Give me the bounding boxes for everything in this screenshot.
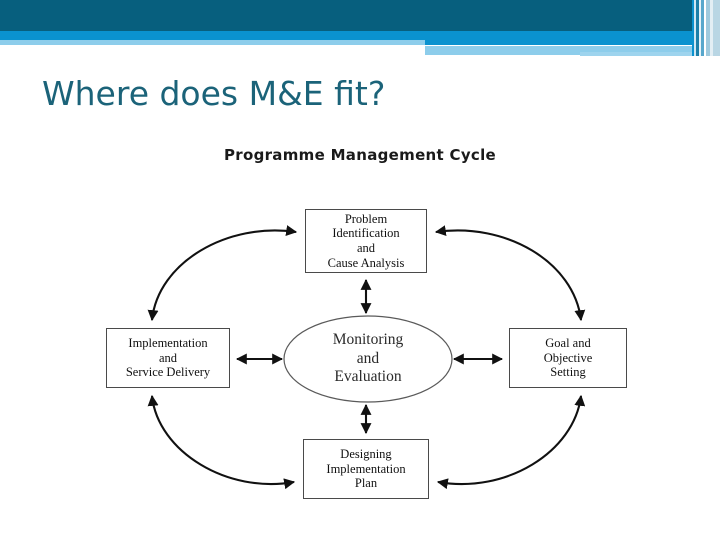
header-dark-band (0, 0, 720, 31)
programme-management-cycle-diagram: Programme Management Cycle Prob (0, 134, 720, 534)
node-line: and (158, 350, 178, 365)
arc-bottom-to-left (147, 394, 296, 490)
stripe-5 (701, 0, 704, 56)
arc-top-to-right (434, 225, 586, 322)
header-white-divider (425, 45, 720, 47)
page-title: Where does M&E fit? (42, 74, 386, 113)
diagram-title: Programme Management Cycle (223, 146, 497, 164)
node-line: Objective (543, 350, 593, 365)
node-designing-implementation-plan[interactable]: Designing Implementation Plan (303, 439, 429, 499)
arc-left-to-top (147, 225, 298, 322)
stripe-8 (710, 0, 713, 56)
header-light-band-left (0, 40, 425, 45)
node-line: Implementation (128, 335, 208, 350)
stripe-7 (706, 0, 710, 56)
node-line: Setting (550, 365, 586, 380)
node-line: Implementation (326, 461, 406, 476)
stripe-2 (694, 0, 696, 56)
center-line: Monitoring (332, 331, 404, 349)
node-implementation-service-delivery[interactable]: Implementation and Service Delivery (106, 328, 230, 388)
header-light-band-right (425, 46, 720, 55)
header-light-accent-short (580, 52, 720, 56)
node-line: Plan (354, 476, 378, 491)
node-line: Service Delivery (125, 365, 211, 380)
diagram-connectors (147, 225, 586, 490)
header-decoration-band (0, 0, 720, 56)
stripe-9 (713, 0, 720, 56)
node-line: and (356, 241, 376, 255)
center-line: Evaluation (334, 368, 402, 386)
arc-right-to-bottom (436, 394, 586, 490)
center-line: and (356, 349, 380, 367)
header-white-gap (425, 55, 580, 56)
node-line: Goal and (545, 335, 591, 350)
node-goal-objective-setting[interactable]: Goal and Objective Setting (509, 328, 627, 388)
node-line: Designing (340, 446, 392, 461)
header-mid-band-right (425, 31, 720, 45)
stripe-4 (699, 0, 701, 56)
stripe-6 (704, 0, 706, 56)
header-mid-band-left (0, 31, 720, 40)
stripe-1 (692, 0, 694, 56)
node-monitoring-and-evaluation[interactable]: Monitoring and Evaluation (288, 319, 448, 399)
node-line: Problem (344, 211, 388, 226)
center-ellipse-outline (283, 315, 453, 403)
stripe-3 (696, 0, 699, 56)
node-problem-identification[interactable]: Problem Identification and Cause Analysi… (305, 209, 427, 273)
node-line: Cause Analysis (327, 255, 405, 270)
node-line: Identification (332, 226, 400, 241)
